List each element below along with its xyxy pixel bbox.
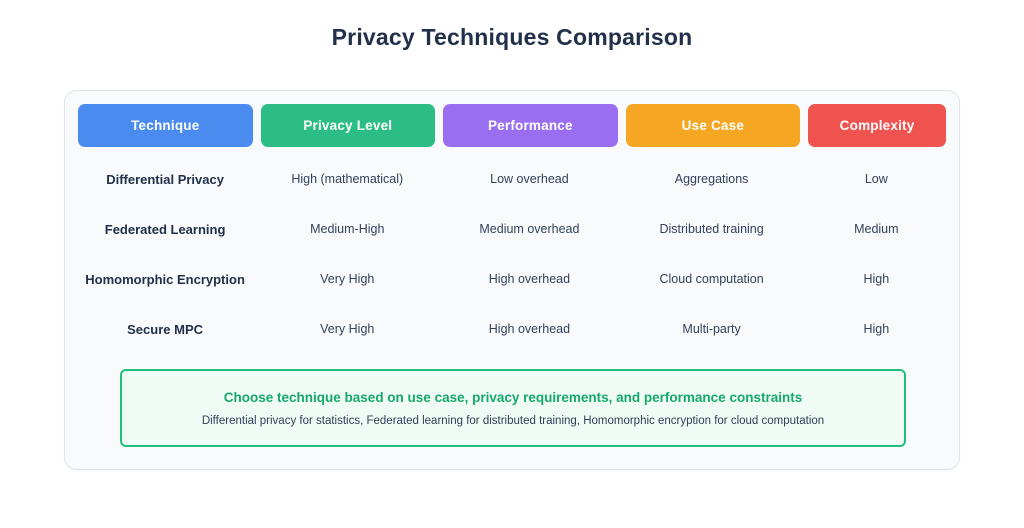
cell-privacy-level: Very High <box>320 272 375 286</box>
cell-performance: Medium overhead <box>479 222 580 236</box>
column-header-label: Use Case <box>681 118 745 133</box>
cell-complexity: Medium <box>854 222 899 236</box>
cell-privacy-level: Very High <box>320 322 375 336</box>
table-row: Differential Privacy High (mathematical)… <box>78 154 946 204</box>
cell-technique: Federated Learning <box>104 221 226 237</box>
column-header-privacy-level: Privacy Level <box>260 104 436 147</box>
column-header-technique: Technique <box>78 104 253 147</box>
cell-privacy-level: High (mathematical) <box>291 172 404 186</box>
column-header-complexity: Complexity <box>808 104 946 147</box>
cell-complexity: High <box>863 322 890 336</box>
cell-performance: High overhead <box>488 272 571 286</box>
table-row: Secure MPC Very High High overhead Multi… <box>78 304 946 354</box>
table-row: Homomorphic Encryption Very High High ov… <box>78 254 946 304</box>
callout-title: Choose technique based on use case, priv… <box>223 389 803 405</box>
cell-use-case: Aggregations <box>674 172 749 186</box>
table-header-row: Technique Privacy Level Performance Use … <box>78 104 946 147</box>
cell-performance: Low overhead <box>490 172 569 186</box>
cell-technique: Secure MPC <box>127 321 204 337</box>
column-header-label: Technique <box>131 118 200 133</box>
cell-technique: Homomorphic Encryption <box>85 271 245 287</box>
column-header-use-case: Use Case <box>625 104 801 147</box>
cell-complexity: High <box>863 272 890 286</box>
column-header-performance: Performance <box>443 104 618 147</box>
cell-use-case: Multi-party <box>682 322 741 336</box>
cell-complexity: Low <box>864 172 888 186</box>
recommendation-callout: Choose technique based on use case, priv… <box>120 369 906 447</box>
cell-performance: High overhead <box>488 322 571 336</box>
page-title: Privacy Techniques Comparison <box>331 24 693 50</box>
table-row: Federated Learning Medium-High Medium ov… <box>78 204 946 254</box>
callout-subtitle: Differential privacy for statistics, Fed… <box>201 414 825 427</box>
comparison-table: Technique Privacy Level Performance Use … <box>78 104 946 354</box>
column-header-label: Privacy Level <box>303 118 393 133</box>
column-header-label: Complexity <box>839 118 915 133</box>
comparison-card: Technique Privacy Level Performance Use … <box>64 90 960 470</box>
cell-privacy-level: Medium-High <box>310 222 385 236</box>
column-header-label: Performance <box>487 118 573 133</box>
cell-technique: Differential Privacy <box>106 171 224 187</box>
cell-use-case: Distributed training <box>659 222 764 236</box>
cell-use-case: Cloud computation <box>659 272 764 286</box>
